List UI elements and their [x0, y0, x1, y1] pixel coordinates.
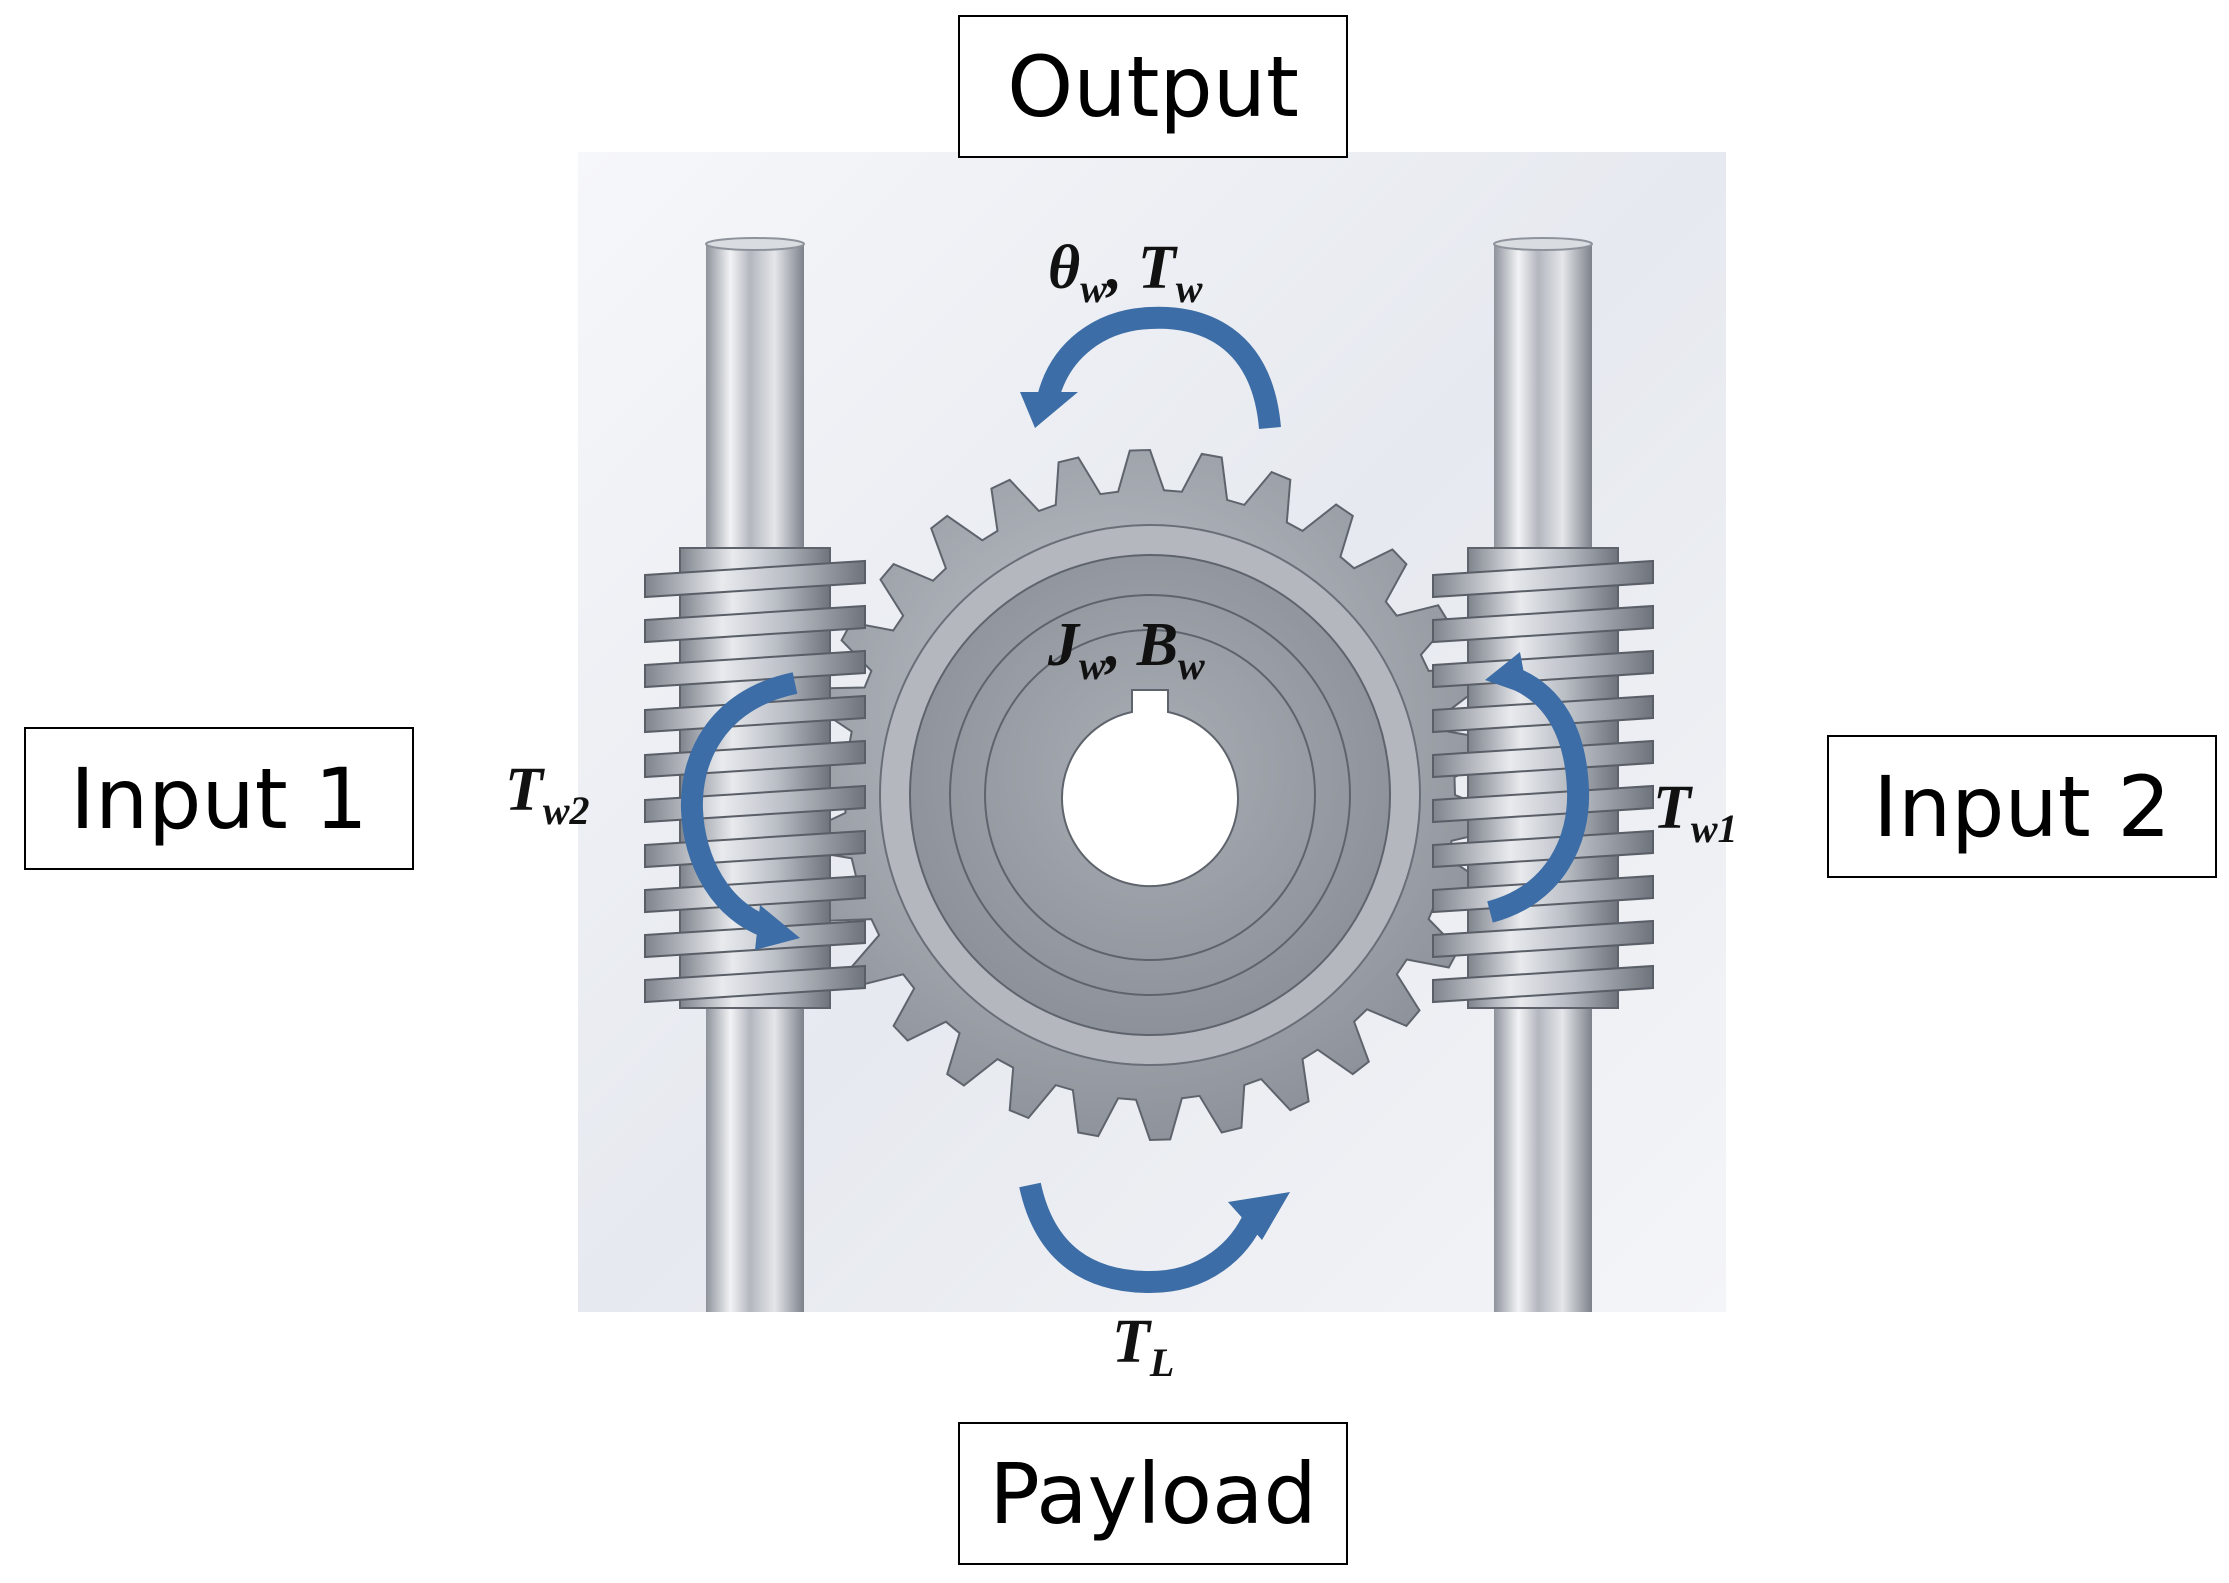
input2-arrowhead — [1485, 652, 1528, 695]
payload-label: Payload — [958, 1422, 1348, 1565]
worm-thread — [644, 694, 866, 734]
input1-torque-symbol: Tw2 — [505, 756, 590, 833]
output-arrowhead — [1020, 392, 1078, 428]
output-symbols: θw, Tw — [1048, 234, 1203, 311]
input1-arrowhead — [755, 905, 800, 950]
bore-hole — [1061, 689, 1239, 888]
worm-wheel-gear — [804, 448, 1496, 1142]
worm-thread — [644, 964, 866, 1004]
input1-label: Input 1 — [24, 727, 414, 870]
payload-arrowhead — [1228, 1192, 1290, 1240]
output-rotation-arrow — [1037, 306, 1281, 430]
worm-thread — [644, 559, 866, 599]
input2-torque-symbol: Tw1 — [1653, 774, 1738, 851]
output-label: Output — [958, 15, 1348, 158]
input2-rotation-arrow — [1486, 664, 1590, 923]
input2-label: Input 2 — [1827, 735, 2217, 878]
worm-thread — [1432, 919, 1654, 959]
worm-thread — [1432, 559, 1654, 599]
input1-rotation-arrow — [680, 672, 798, 939]
inertia-damping-symbols: Jw, Bw — [1047, 611, 1205, 688]
worm-thread — [1432, 694, 1654, 734]
worm-thread — [644, 919, 866, 959]
worm-thread — [1432, 604, 1654, 644]
worm-thread — [644, 874, 866, 914]
worm-thread — [644, 649, 866, 689]
payload-rotation-arrow — [1019, 1182, 1266, 1294]
right-worm-thread — [1432, 547, 1654, 1009]
worm-thread — [1432, 964, 1654, 1004]
worm-thread — [644, 604, 866, 644]
load-torque-symbol: TL — [1112, 1308, 1174, 1385]
